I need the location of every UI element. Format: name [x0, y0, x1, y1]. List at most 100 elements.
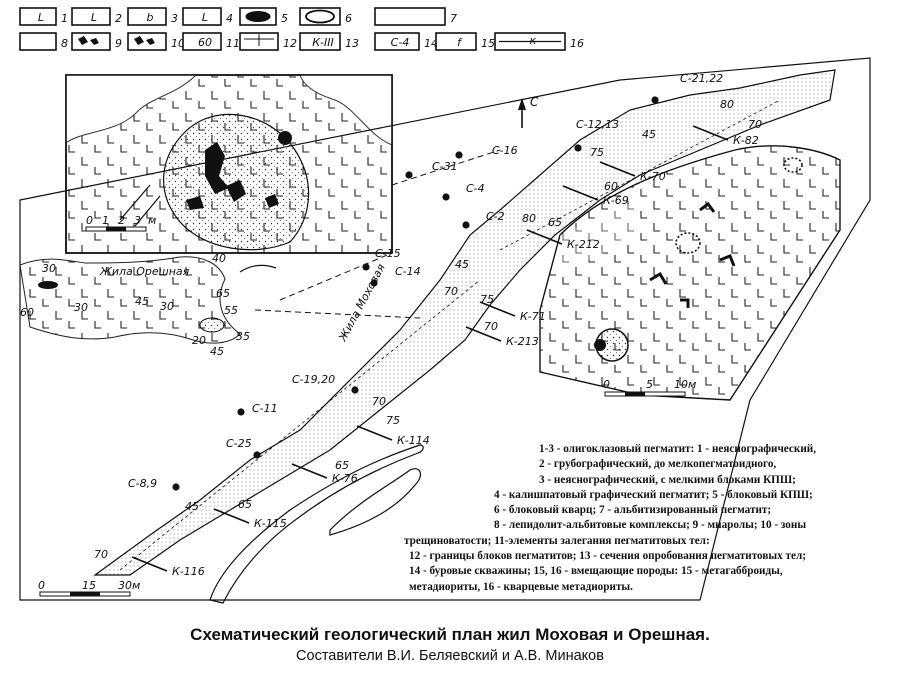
dip-value-label: 65 — [216, 287, 230, 300]
legend-symbol-number: 16 — [570, 37, 584, 50]
legend-symbol-number: 4 — [226, 12, 233, 25]
borehole-marker — [455, 151, 463, 159]
borehole-marks: С-21,22С-12,13С-16С-31С-4С-2С-15С-14С-19… — [128, 72, 723, 491]
borehole-label: С-8,9 — [128, 477, 157, 490]
legend-symbol-number: 9 — [115, 37, 122, 50]
legend-symbol-number: 10 — [171, 37, 185, 50]
dip-value-label: 35 — [236, 330, 250, 343]
dip-value-label: 65 — [238, 498, 252, 511]
main-scale-bar — [39, 591, 131, 597]
borehole-marker — [362, 263, 370, 271]
dip-value-label: 75 — [386, 414, 400, 427]
dip-value-label: 80 — [720, 98, 734, 111]
legend-line: 4 - калишпатовый графический пегматит; 5… — [494, 488, 813, 501]
borehole-label: С-2 — [486, 210, 505, 223]
dip-value-label: 45 — [642, 128, 656, 141]
legend-symbol-number: 15 — [481, 37, 495, 50]
dip-value-label: 30 — [74, 301, 88, 314]
inset-scale-bar — [85, 226, 147, 232]
dip-value-label: 45 — [210, 345, 224, 358]
scale-tick-label: 15 — [82, 579, 96, 592]
scale-tick-label: 0 — [86, 214, 93, 227]
legend-symbol-number: 5 — [281, 12, 288, 25]
vein-label-oreshnaya: Жила Орешная — [99, 265, 190, 278]
legend-symbol-number: 13 — [345, 37, 359, 50]
connector-lines — [254, 149, 501, 319]
legend-symbol-number: 8 — [61, 37, 68, 50]
inset-map — [65, 74, 393, 254]
dip-value-label: 60 — [604, 180, 618, 193]
dip-value-label: 70 — [372, 395, 386, 408]
section-label: К-213 — [506, 335, 539, 348]
dip-value-label: 65 — [548, 216, 562, 229]
borehole-marker — [462, 221, 470, 229]
dip-value-label: 75 — [590, 146, 604, 159]
scale-tick-label: 0 — [38, 579, 45, 592]
borehole-label: С-14 — [395, 265, 421, 278]
map-labels: К-82К-70К-69К-212К-71К-213К-114К-76К-115… — [20, 98, 762, 592]
section-label: К-71 — [520, 310, 546, 323]
section-label: К-114 — [397, 434, 430, 447]
legend-text: 1-3 - олигоклазовый пегматит: 1 - неясно… — [404, 442, 898, 595]
dip-value-label: 70 — [94, 548, 108, 561]
legend-symbol-5: 5 — [239, 7, 288, 26]
legend-line: метадиориты, 16 - кварцевые метадиориты. — [409, 580, 633, 593]
legend-line: 6 - блоковый кварц; 7 - альбитизированны… — [494, 504, 772, 517]
legend-symbol-glyph: L — [202, 11, 208, 24]
main-map-frame — [19, 57, 871, 601]
dip-value-label: 70 — [748, 118, 762, 131]
scale-tick-label: 1 — [102, 214, 109, 227]
legend-symbol-number: 12 — [283, 37, 297, 50]
scale-tick-label: 2 — [118, 214, 125, 227]
borehole-label: С-4 — [466, 182, 485, 195]
scale-tick-label: м — [148, 214, 156, 227]
legend-symbol-number: 14 — [424, 37, 438, 50]
legend-symbol-number: 2 — [115, 12, 122, 25]
legend-symbol-glyph: L — [91, 11, 97, 24]
borehole-marker — [574, 144, 582, 152]
dip-value-label: 45 — [135, 295, 149, 308]
scale-tick-label: 10м — [674, 378, 696, 391]
section-label: К-69 — [603, 194, 629, 207]
borehole-marker — [370, 279, 378, 287]
dip-value-label: 45 — [455, 258, 469, 271]
legend-line: трещиноватости; 11-элементы залегания пе… — [404, 534, 710, 547]
borehole-marker — [405, 171, 413, 179]
dip-value-label: 70 — [444, 285, 458, 298]
dip-value-label: 55 — [224, 304, 238, 317]
legend-line: 1-3 - олигоклазовый пегматит: 1 - неясно… — [539, 443, 817, 455]
scale-tick-label: 30м — [118, 579, 140, 592]
dip-value-label: 45 — [185, 500, 199, 513]
section-label: К-82 — [733, 134, 759, 147]
scale-tick-label: 5 — [646, 378, 653, 391]
legend-symbol-9: 9 — [71, 32, 122, 51]
legend-symbol-10: 10 — [127, 32, 185, 51]
borehole-marker — [442, 193, 450, 201]
detail-inset — [539, 145, 841, 401]
legend-symbol-15: f 15 — [435, 32, 495, 51]
legend-symbol-glyph: f — [457, 36, 463, 49]
scale-tick-label: 0 — [603, 378, 610, 391]
legend-symbol-12: 12 — [239, 32, 297, 51]
caption-authors: Составители В.И. Беляевский и А.В. Минак… — [296, 648, 604, 664]
legend-symbol-glyph: С-4 — [391, 36, 410, 49]
legend-symbol-number: 7 — [450, 12, 457, 25]
vein-label-mokhovaya: Жила Моховая — [336, 261, 388, 344]
legend-symbol-number: 6 — [345, 12, 352, 25]
legend-symbol-glyph: b — [147, 11, 154, 24]
borehole-label: С-15 — [375, 247, 401, 260]
legend-symbol-number: 3 — [171, 12, 178, 25]
caption: Схематический геологический план жил Мох… — [0, 624, 900, 666]
oreshnaya-vein — [19, 256, 241, 344]
dip-value-label: 65 — [335, 459, 349, 472]
legend-symbol-14: С-4 14 — [374, 32, 438, 51]
dip-value-label: 40 — [212, 252, 226, 265]
